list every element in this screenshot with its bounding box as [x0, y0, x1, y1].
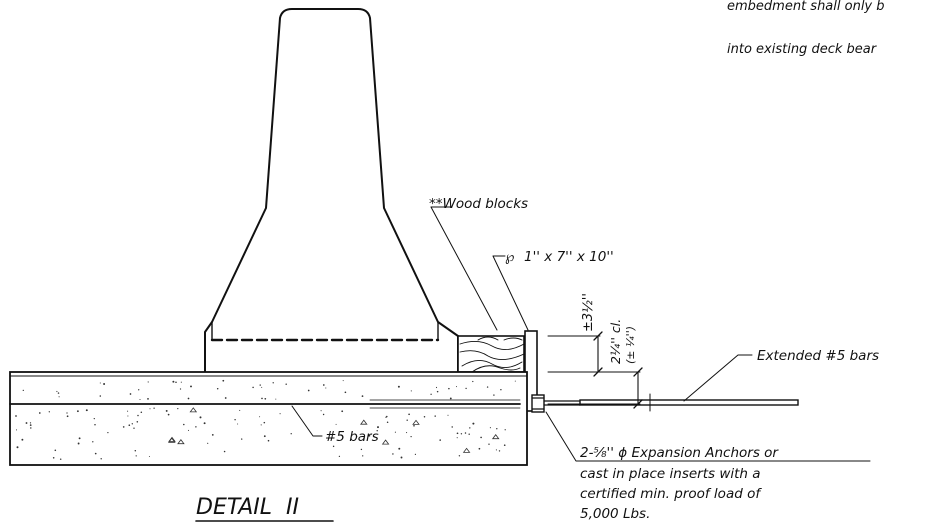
leader-slab-bars [291, 405, 323, 437]
barrier-outline [204, 8, 459, 373]
label-plate: 1'' x 7'' x 10'' [524, 249, 614, 265]
dim-clearance-prefix: ±3 [581, 313, 596, 332]
anchor-note-line2: cast in place inserts with a [580, 466, 761, 482]
leader-extended-bars [683, 354, 753, 402]
dim-clearance-fraction: ½'' [581, 293, 596, 313]
header-note-line1: embedment shall only b [727, 0, 885, 14]
steel-plate [524, 330, 538, 412]
detail-title: DETAIL II [196, 495, 299, 520]
dim-clearance-3-half: ±3½'' [581, 293, 596, 332]
leader-anchors [545, 411, 871, 462]
leader-plate [492, 255, 529, 331]
deck-slab [9, 371, 528, 466]
leader-wood-blocks [430, 206, 498, 331]
wood-block [457, 335, 525, 373]
header-note-line2: into existing deck bear [727, 42, 878, 57]
dim-cover-tolerance: (± ¼'') [624, 326, 637, 364]
extended-rebar [579, 399, 799, 406]
label-slab-bars: #5 bars [325, 429, 379, 445]
label-extended-bars: Extended #5 bars [757, 348, 879, 364]
label-wood-blocks: **Wood blocks [429, 196, 528, 212]
anchor-note-line4: 5,000 Lbs. [580, 506, 650, 522]
plate-symbol: ℘ [505, 249, 514, 265]
anchor-note-line1: 2-⁵⁄₈'' ϕ Expansion Anchors or [580, 445, 779, 461]
anchor-nut [531, 394, 545, 413]
dim-cover-2-quarter: 2¼'' cl. [608, 319, 623, 364]
concrete-stipple [15, 379, 516, 460]
anchor-note-line3: certified min. proof load of [580, 486, 762, 502]
